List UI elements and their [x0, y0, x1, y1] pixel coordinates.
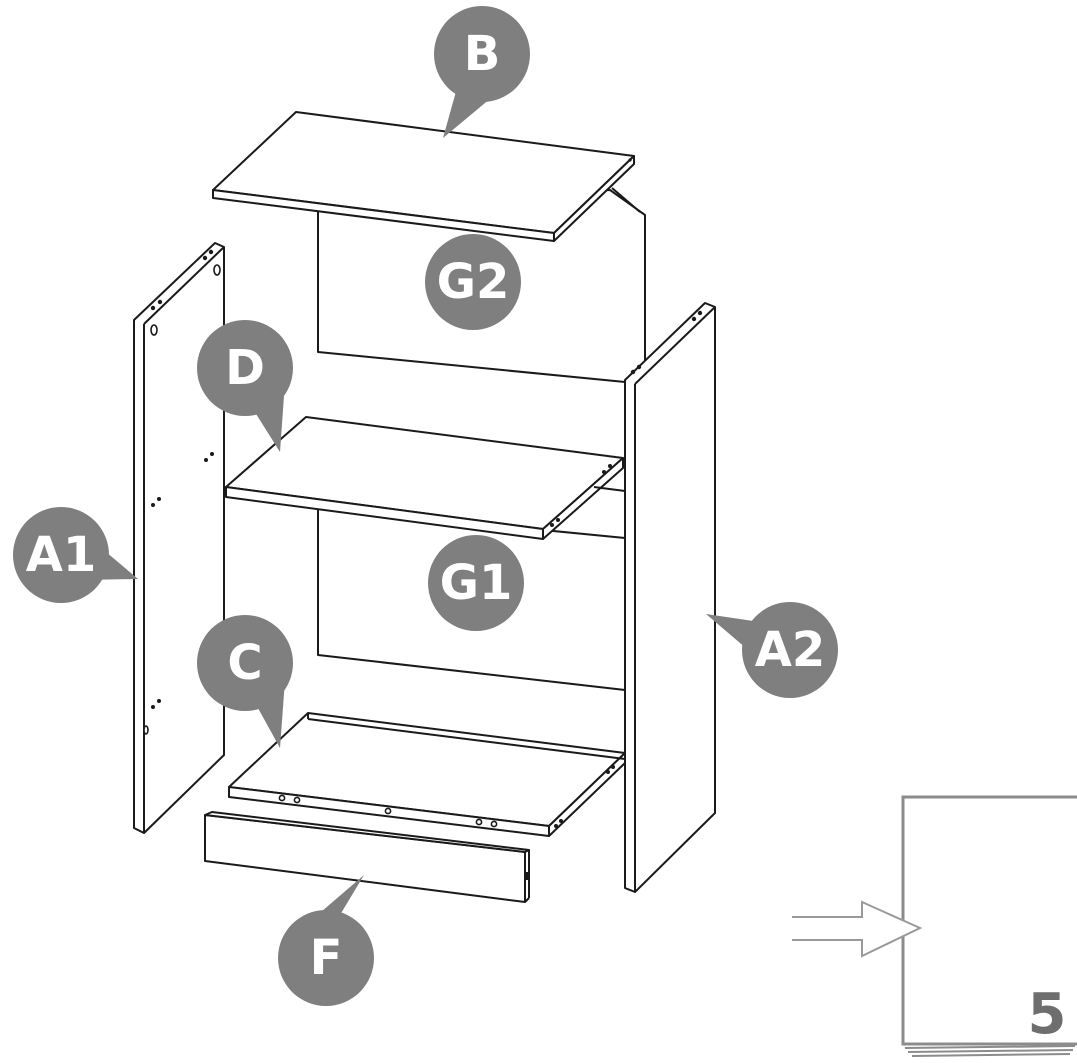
callout-a1: A1	[13, 507, 138, 603]
callout-c-label: C	[227, 635, 262, 691]
callout-b-label: B	[464, 26, 501, 82]
callout-g2-label: G2	[437, 254, 510, 310]
callout-a2: A2	[706, 602, 838, 698]
callout-f: F	[278, 875, 374, 1006]
callout-b: B	[434, 6, 530, 138]
callout-a1-label: A1	[26, 527, 97, 583]
callout-c: C	[197, 615, 293, 748]
callout-g1: G1	[428, 535, 524, 631]
side-panel-a2	[624, 302, 716, 893]
next-page-marker: 5	[792, 795, 1077, 1057]
callout-g1-label: G1	[440, 555, 513, 611]
top-panel-b	[212, 111, 635, 242]
callout-g2: G2	[425, 234, 521, 330]
shelf-d	[225, 416, 626, 540]
page-number: 5	[1028, 982, 1067, 1047]
arrow-right-icon	[792, 900, 923, 958]
plinth-f	[204, 811, 530, 903]
callout-a2-label: A2	[755, 622, 826, 678]
callout-d: D	[197, 320, 293, 452]
callout-f-label: F	[310, 930, 343, 986]
side-panel-a1	[133, 242, 225, 834]
bottom-panel-c	[228, 712, 626, 837]
callout-d-label: D	[225, 340, 265, 396]
